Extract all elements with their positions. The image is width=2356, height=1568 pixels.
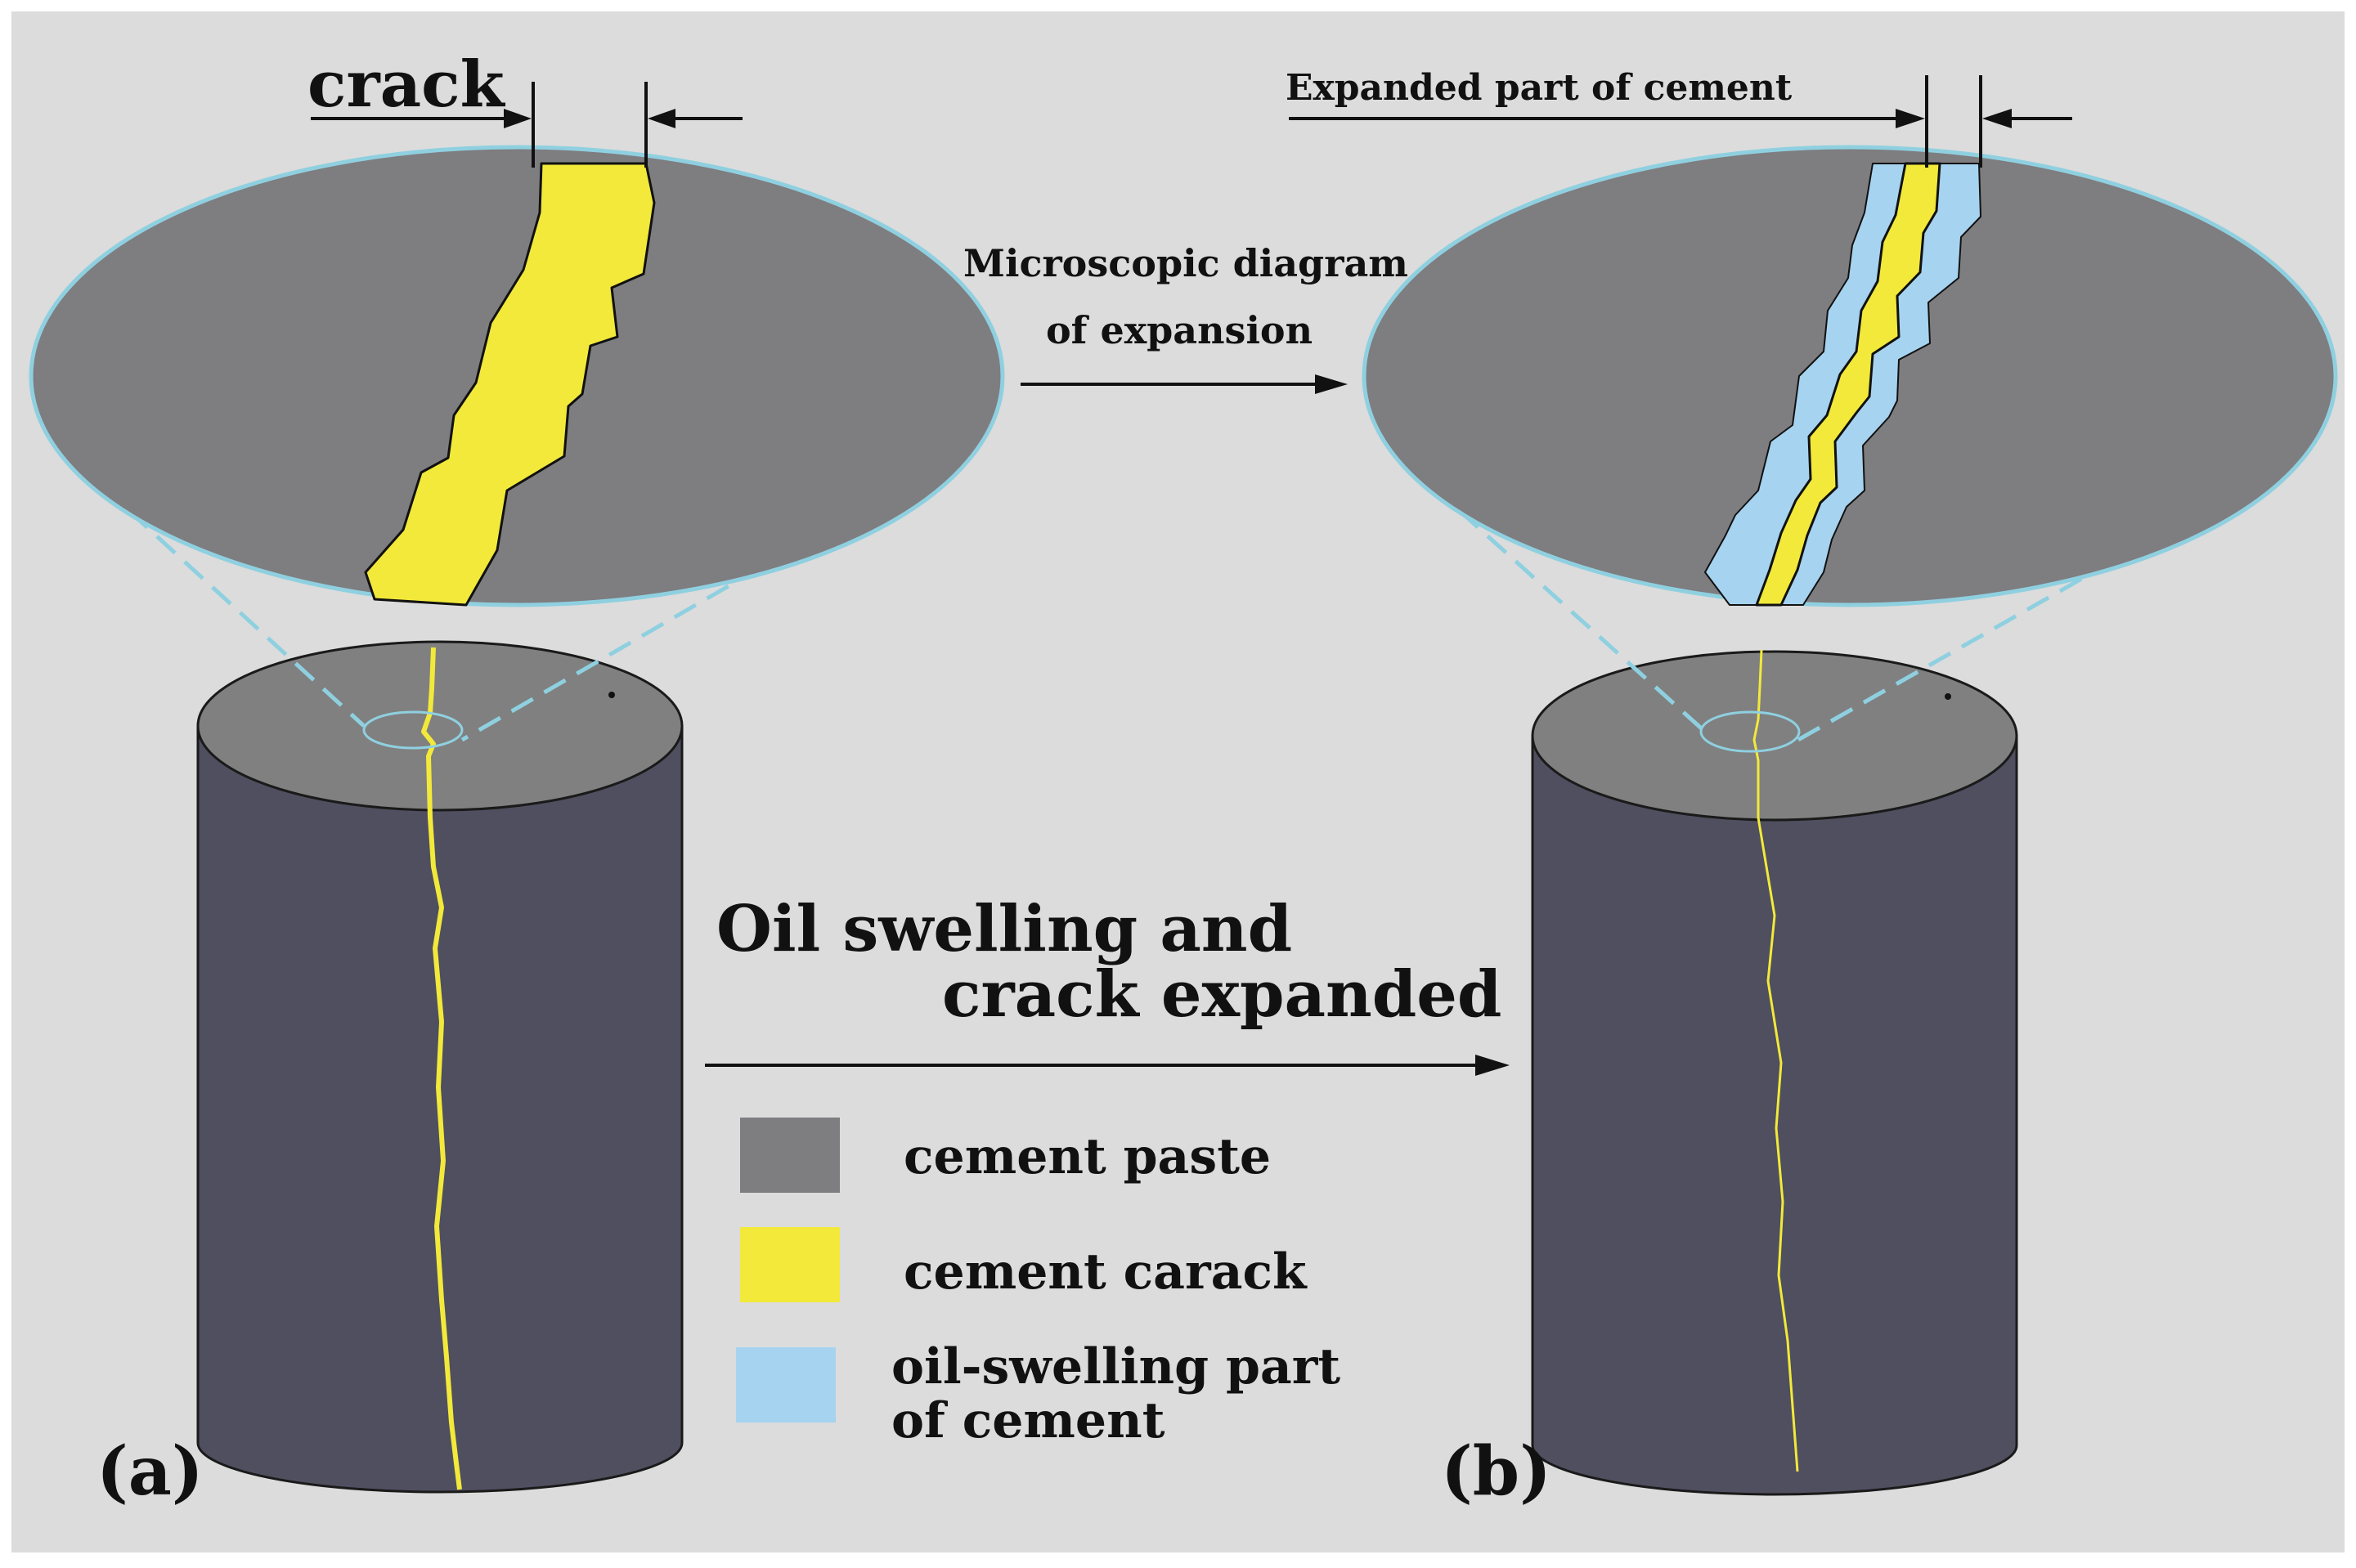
cylinder-a-dot [608, 692, 615, 698]
expanded-part-label: Expanded part of cement [1286, 67, 1793, 109]
cylinder-a-crack [421, 647, 462, 1490]
oil-label-line1: Oil swelling and [716, 892, 1292, 966]
crack-dim-left-arrow-head [504, 109, 532, 128]
micro-label-line2: of expansion [1046, 308, 1313, 352]
panel-label-b: (b) [1441, 1432, 1551, 1511]
crack-label: crack [307, 47, 506, 122]
legend-swatch-crack [740, 1227, 840, 1302]
zoom-guide-a-left [128, 509, 366, 728]
expanded-dimension [1289, 75, 2072, 168]
cylinder-b-dot [1945, 693, 1951, 700]
micro-label-line1: Microscopic diagram [963, 241, 1408, 285]
cylinder-b [1531, 649, 2018, 1496]
oil-arrow [705, 1055, 1510, 1076]
cylinder-b-top [1531, 650, 2018, 822]
legend-label-swelling-line2: of cement [891, 1392, 1165, 1449]
cylinder-b-crack [1752, 649, 1799, 1472]
cylinder-b-body [1531, 734, 2018, 1496]
exp-dim-left-arrow-head [1896, 109, 1925, 128]
cylinder-a-zoom-circle [362, 710, 464, 750]
cylinder-a-top [196, 640, 684, 812]
micro-arrow [1021, 374, 1348, 394]
legend-label-crack: cement carack [904, 1243, 1308, 1301]
micro-crack-a [364, 162, 656, 607]
legend-swatch-paste [740, 1118, 840, 1193]
cylinder-b-zoom-circle [1699, 710, 1801, 753]
exp-dim-right-arrow-head [1982, 109, 2012, 128]
crack-dim-right-arrow-head [648, 109, 675, 128]
legend-label-paste: cement paste [904, 1128, 1271, 1185]
legend-label-swelling-line1: oil-swelling part [891, 1338, 1340, 1396]
micro-crack-b [1755, 162, 1941, 607]
legend: cement paste cement carack oil-swelling … [736, 1118, 1340, 1449]
zoom-guide-b-left [1458, 509, 1707, 733]
panel-label-a: (a) [96, 1432, 204, 1511]
crack-dimension [311, 82, 743, 168]
cylinder-a [196, 640, 684, 1494]
legend-swatch-swelling [736, 1347, 836, 1422]
oil-label-line2: crack expanded [942, 957, 1501, 1032]
